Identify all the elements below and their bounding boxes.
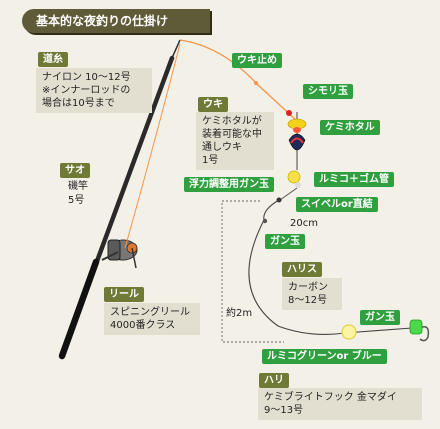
desc-uki: ケミホタルが 装着可能な中 通しウキ 1号 bbox=[196, 112, 274, 170]
desc-harisu: カーボン 8〜12号 bbox=[282, 278, 342, 310]
desc-uki-line-3: 通しウキ bbox=[202, 142, 242, 153]
desc-hari-line-1: ケミブライトフック 金マダイ bbox=[264, 392, 397, 403]
hook-icon bbox=[409, 319, 430, 342]
label-harisu: ハリス bbox=[282, 262, 322, 277]
page-title: 基本的な夜釣りの仕掛け bbox=[22, 9, 210, 33]
lower-split-shot-icon bbox=[341, 324, 357, 340]
label-furyoku-gandama: 浮力調整用ガン玉 bbox=[184, 177, 274, 192]
desc-reel: スピニングリール 4000番クラス bbox=[104, 303, 200, 335]
reel-icon bbox=[101, 239, 138, 269]
label-hari: ハリ bbox=[259, 373, 289, 388]
rumiko-tube-icon bbox=[295, 182, 301, 188]
desc-reel-line-2: 4000番クラス bbox=[110, 320, 176, 331]
desc-hari-line-2: 9〜13号 bbox=[264, 405, 304, 416]
desc-sao-line-1: 磯竿 bbox=[68, 181, 88, 192]
desc-sao-line-2: 5号 bbox=[68, 195, 85, 206]
label-sao: サオ bbox=[60, 163, 90, 178]
label-uki-dome: ウキ止め bbox=[232, 53, 282, 68]
distance-2m: 約2m bbox=[226, 308, 253, 319]
label-gandama-upper: ガン玉 bbox=[265, 234, 305, 249]
desc-uki-line-4: 1号 bbox=[202, 155, 219, 166]
label-swivel: スイベルor直結 bbox=[296, 197, 378, 212]
distance-20cm: 20cm bbox=[290, 218, 318, 229]
desc-michi-ito: ナイロン 10〜12号 ※インナーロッドの 場合は10号まで bbox=[36, 68, 152, 113]
buoyancy-split-shot-icon bbox=[287, 170, 301, 184]
desc-harisu-line-1: カーボン bbox=[288, 282, 328, 293]
desc-uki-line-1: ケミホタルが bbox=[202, 116, 262, 127]
label-rumiko-green: ルミコグリーンor ブルー bbox=[262, 349, 387, 364]
desc-harisu-line-2: 8〜12号 bbox=[288, 295, 328, 306]
line-to-swivel bbox=[279, 187, 298, 201]
leader-line bbox=[248, 199, 413, 335]
upper-split-shot-icon bbox=[262, 218, 268, 224]
desc-michi-ito-line-1: ナイロン 10〜12号 bbox=[42, 72, 131, 83]
desc-uki-line-2: 装着可能な中 bbox=[202, 129, 262, 140]
desc-reel-line-1: スピニングリール bbox=[110, 307, 190, 318]
label-rumiko-gomukan: ルミコ＋ゴム管 bbox=[314, 172, 394, 187]
float-icon bbox=[287, 112, 307, 170]
desc-hari: ケミブライトフック 金マダイ 9〜13号 bbox=[258, 388, 422, 420]
rod-tip bbox=[171, 39, 181, 59]
desc-michi-ito-line-3: 場合は10号まで bbox=[42, 98, 115, 109]
label-kemi-hotaru: ケミホタル bbox=[320, 120, 380, 135]
length-bracket bbox=[221, 200, 284, 343]
label-uki: ウキ bbox=[198, 97, 228, 112]
uki-stopper-icon bbox=[254, 81, 258, 85]
label-shimori-dama: シモリ玉 bbox=[303, 84, 353, 99]
rod-grip bbox=[58, 258, 100, 360]
label-michi-ito: 道糸 bbox=[38, 52, 68, 67]
label-reel: リール bbox=[104, 287, 144, 302]
shimori-bead-icon bbox=[286, 110, 292, 116]
desc-michi-ito-line-2: ※インナーロッドの bbox=[42, 85, 131, 96]
label-gandama-lower: ガン玉 bbox=[360, 310, 400, 325]
main-line-reel bbox=[124, 43, 181, 249]
